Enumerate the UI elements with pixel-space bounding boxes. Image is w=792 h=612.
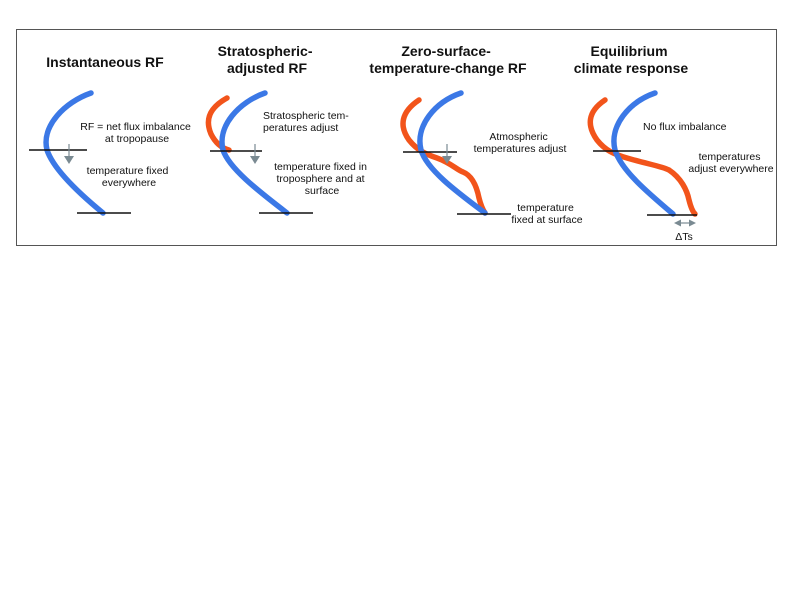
panel-title: Zero-surface- temperature-change RF xyxy=(369,43,527,76)
blue-temperature-profile xyxy=(43,90,106,216)
figure-canvas: Instantaneous RF RF = net flux imbalance… xyxy=(29,43,774,243)
red-adjusted-profile xyxy=(400,97,488,216)
down-arrow-icon xyxy=(64,156,74,164)
note-stratosphere-adjusts: Stratospheric tem- peratures adjust xyxy=(263,110,352,134)
note-flux-imbalance: RF = net flux imbalance at tropopause xyxy=(80,121,194,145)
panel-stratospheric-adjusted-rf: Stratospheric- adjusted RF Stratospheric… xyxy=(205,43,370,216)
blue-temperature-profile xyxy=(611,90,676,217)
panel-title: Instantaneous RF xyxy=(46,54,164,70)
right-arrowhead-icon xyxy=(689,219,696,227)
note-atmosphere-adjusts: Atmospheric temperatures adjust xyxy=(474,131,567,155)
left-arrowhead-icon xyxy=(674,219,681,227)
delta-ts-label: ΔTs xyxy=(675,231,693,243)
panel-zero-surface-temperature-change-rf: Zero-surface- temperature-change RF Atmo… xyxy=(369,43,582,226)
panel-title: Equilibrium climate response xyxy=(574,43,689,76)
note-temperature-fixed: temperature fixed everywhere xyxy=(87,165,172,189)
down-arrow-icon xyxy=(250,156,260,164)
down-arrow-icon xyxy=(442,156,452,164)
panel-equilibrium-climate-response: Equilibrium climate response No flux imb… xyxy=(574,43,774,243)
blue-temperature-profile xyxy=(417,90,488,216)
note-troposphere-fixed: temperature fixed in troposphere and at … xyxy=(274,161,370,197)
blue-temperature-profile xyxy=(219,90,290,216)
panel-instantaneous-rf: Instantaneous RF RF = net flux imbalance… xyxy=(29,54,194,216)
panel-title: Stratospheric- adjusted RF xyxy=(218,43,317,76)
note-adjust-everywhere: temperatures adjust everywhere xyxy=(688,151,773,175)
red-adjusted-profile xyxy=(587,97,698,217)
note-no-flux-imbalance: No flux imbalance xyxy=(643,121,727,133)
note-surface-fixed: temperature fixed at surface xyxy=(511,202,582,226)
rf-concepts-figure: Instantaneous RF RF = net flux imbalance… xyxy=(16,29,777,246)
